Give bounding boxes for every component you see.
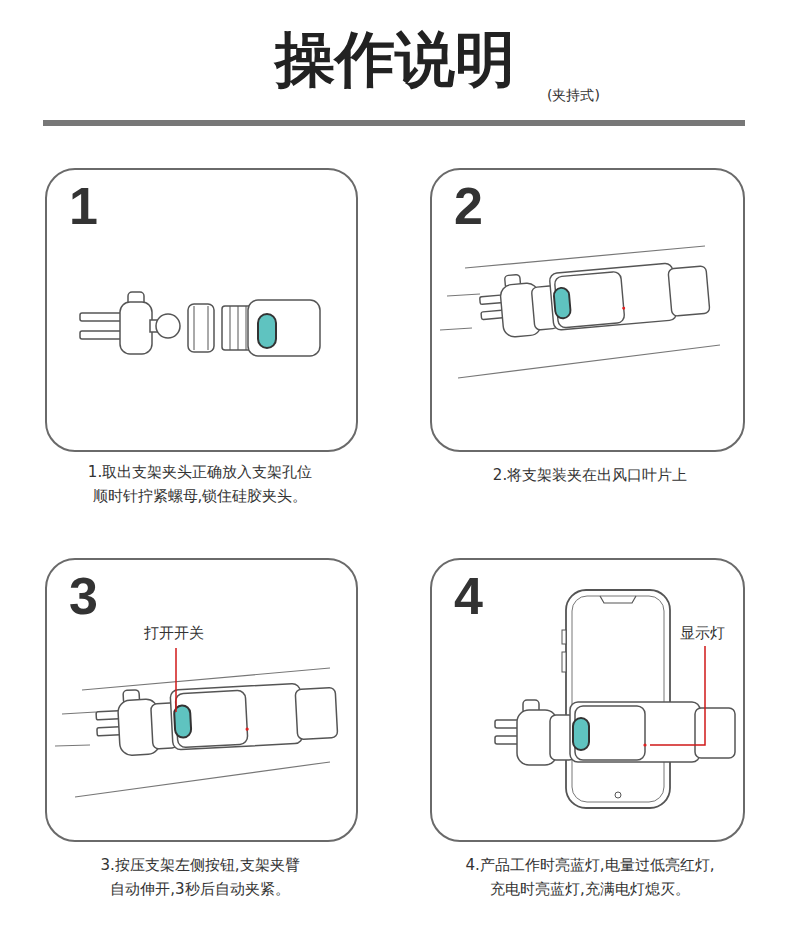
step-number: 4 — [454, 570, 483, 622]
leader-line — [650, 646, 705, 745]
holder-on-vent — [95, 679, 338, 756]
subtitle: (夹持式) — [547, 86, 600, 104]
page-title: 操作说明 — [0, 26, 790, 92]
thread-line — [238, 306, 239, 350]
step-number: 2 — [454, 180, 483, 232]
leader-line — [175, 648, 177, 712]
callout-label: 打开开关 — [144, 624, 204, 644]
switch-button — [258, 314, 276, 348]
step-number: 1 — [69, 180, 98, 232]
phone-screen — [572, 596, 664, 802]
vent-blades — [440, 246, 720, 378]
phone — [562, 590, 670, 808]
step-caption: 1.取出支架夹头正确放入支架孔位 顺时针拧紧螺母,锁住硅胶夹头。 — [69, 460, 331, 508]
exploded-parts — [80, 292, 320, 356]
clip-prong — [80, 313, 126, 321]
thread-line — [246, 306, 247, 350]
holder-on-vent — [478, 258, 711, 339]
nut-ridge — [194, 306, 195, 350]
vent-line — [440, 328, 472, 330]
vent-line — [447, 294, 480, 296]
step-number: 3 — [69, 570, 98, 622]
thread-line — [230, 306, 231, 350]
vent-line — [75, 762, 330, 797]
step-caption: 4.产品工作时亮蓝灯,电量过低亮红灯, 充电时亮蓝灯,充满电灯熄灭。 — [444, 853, 736, 901]
holder-with-phone — [495, 700, 735, 765]
step-panel: 4 — [430, 558, 745, 842]
title-bar — [43, 120, 745, 126]
step-panel: 3 — [45, 558, 358, 842]
phone-port — [615, 792, 621, 798]
phone-notch — [600, 596, 636, 603]
ball-joint — [156, 314, 180, 338]
step-panel: 2 — [430, 168, 745, 452]
nut — [188, 304, 214, 352]
phone-key — [562, 630, 566, 644]
holder-body — [248, 300, 320, 356]
phone-key — [562, 652, 566, 672]
nut-ridge — [208, 306, 209, 350]
step-caption: 3.按压支架左侧按钮,支架夹臂 自动伸开,3秒后自动夹紧。 — [84, 853, 316, 901]
step-caption: 2.将支架装夹在出风口叶片上 — [440, 463, 740, 487]
clip-prong — [80, 331, 126, 339]
vent-line — [458, 345, 720, 378]
phone-body — [566, 590, 670, 808]
step-panel: 1 — [45, 168, 358, 452]
vent-line — [62, 712, 96, 714]
clip-body — [120, 302, 152, 354]
vent-line — [55, 745, 90, 746]
callout-label: 显示灯 — [680, 624, 725, 644]
